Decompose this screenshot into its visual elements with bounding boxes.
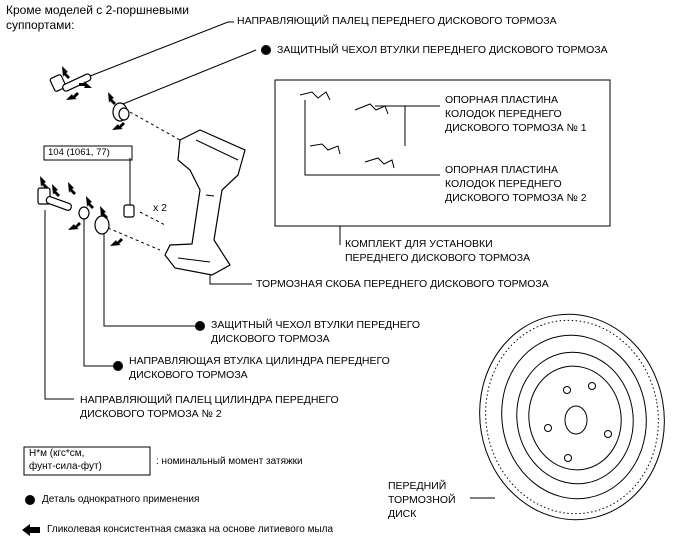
legend-torque-box <box>23 446 151 476</box>
leader-guide-bush <box>83 218 118 367</box>
leader-bushing-boot-top <box>117 49 257 107</box>
label-bushing-boot-top: ЗАЩИТНЫЙ ЧЕХОЛ ВТУЛКИ ПЕРЕДНЕГО ДИСКОВОГ… <box>277 44 608 56</box>
header-note: Кроме моделей с 2-поршневыми суппортами: <box>6 3 189 32</box>
leader-plate2 <box>304 100 440 176</box>
label-brake-disc: ПЕРЕДНИЙ ТОРМОЗНОЙ ДИСК <box>388 480 456 520</box>
brake-disc-drawing <box>479 313 665 521</box>
legend-grease-arrow <box>22 524 40 536</box>
kit-box <box>274 79 611 227</box>
quantity-label: x 2 <box>153 202 168 214</box>
legend-single-use: Деталь однократного применения <box>42 494 200 505</box>
label-bushing-boot-mid: ЗАЩИТНЫЙ ЧЕХОЛ ВТУЛКИ ПЕРЕДНЕГО ДИСКОВОГ… <box>211 319 421 345</box>
leader-boot-mid <box>103 232 196 327</box>
legend-torque-units: Н*м (кгс*см, фунт-сила-фут) <box>29 448 102 472</box>
legend-grease: Гликолевая консистентная смазка на основ… <box>47 524 334 535</box>
guide-pin-front-drawing <box>49 73 92 92</box>
torque-spec-box <box>43 145 133 161</box>
single-use-markers <box>25 45 271 505</box>
leader-lines <box>44 21 611 499</box>
caliper-bracket-drawing <box>164 129 246 276</box>
label-support-plate-2: ОПОРНАЯ ПЛАСТИНА КОЛОДОК ПЕРЕДНЕГО ДИСКО… <box>445 164 587 204</box>
torque-spec-value: 104 (1061, 77) <box>48 147 110 158</box>
label-caliper-bracket: ТОРМОЗНАЯ СКОБА ПЕРЕДНЕГО ДИСКОВОГО ТОРМ… <box>256 278 549 290</box>
leader-guide-pin2 <box>44 210 74 400</box>
label-install-kit: КОМПЛЕКТ ДЛЯ УСТАНОВКИ ПЕРЕДНЕГО ДИСКОВО… <box>345 238 531 264</box>
leader-plate1 <box>375 105 440 146</box>
grease-arrows <box>40 66 125 246</box>
assembly-lines <box>107 111 181 251</box>
label-guide-pin-front: НАПРАВЛЯЮЩИЙ ПАЛЕЦ ПЕРЕДНЕГО ДИСКОВОГО Т… <box>237 15 557 27</box>
support-plates-drawing <box>299 91 395 169</box>
label-cylinder-guide-pin2: НАПРАВЛЯЮЩИЙ ПАЛЕЦ ЦИЛИНДРА ПЕРЕДНЕГО ДИ… <box>80 394 339 420</box>
legend-torque-description: : номинальный момент затяжки <box>156 456 303 467</box>
lower-parts-drawing <box>37 187 135 235</box>
label-support-plate-1: ОПОРНАЯ ПЛАСТИНА КОЛОДОК ПЕРЕДНЕГО ДИСКО… <box>445 94 587 134</box>
leader-guide-pin-front <box>79 21 234 81</box>
bushing-boot-top-drawing <box>112 102 130 122</box>
label-cylinder-guide-bush: НАПРАВЛЯЮЩАЯ ВТУЛКА ЦИЛИНДРА ПЕРЕДНЕГО Д… <box>129 355 390 381</box>
